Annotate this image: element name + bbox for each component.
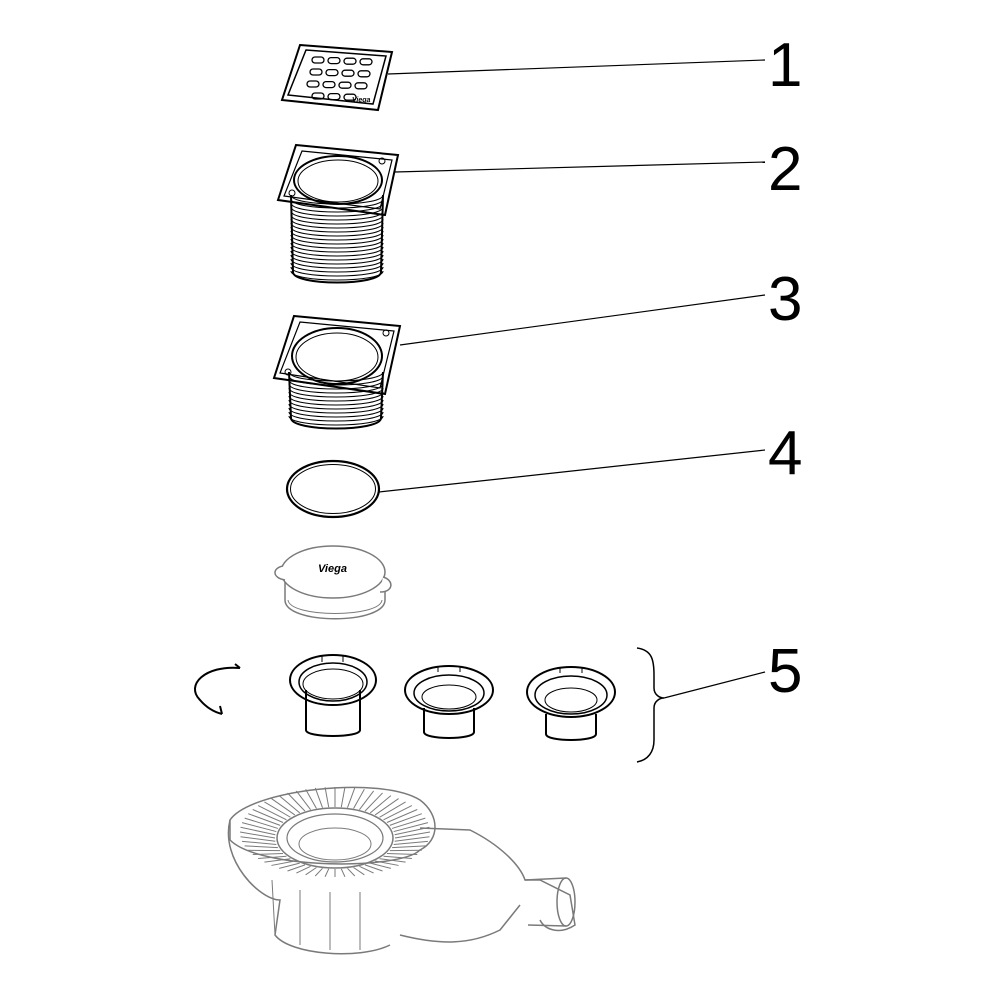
adapter-ring-large bbox=[289, 654, 377, 737]
callout-4: 4 bbox=[768, 419, 802, 488]
callout-2: 2 bbox=[768, 135, 802, 204]
callout-1: 1 bbox=[768, 31, 802, 100]
extension-tall-ribs bbox=[290, 194, 384, 284]
drain-body-hatching bbox=[239, 787, 431, 877]
part-o-ring bbox=[285, 459, 381, 519]
leader-line-4 bbox=[378, 449, 766, 493]
callout-3: 3 bbox=[768, 265, 802, 334]
spring-clip bbox=[194, 666, 241, 715]
adapter-ring-small bbox=[526, 666, 616, 741]
grate-brand-mark: Viega bbox=[352, 97, 371, 104]
extension-short-ribs bbox=[288, 371, 384, 430]
leader-line-2 bbox=[394, 161, 766, 173]
cap-brand-mark: Viega bbox=[318, 563, 347, 575]
leader-lines bbox=[378, 59, 766, 699]
leader-line-3 bbox=[399, 294, 766, 346]
part-adapter-set bbox=[194, 647, 665, 763]
part-extension-short bbox=[272, 314, 402, 430]
part-protective-cap: Viega bbox=[274, 545, 392, 620]
leader-line-5 bbox=[663, 671, 766, 699]
grate-slots bbox=[306, 56, 373, 101]
part-drain-body bbox=[227, 786, 576, 955]
leader-line-1 bbox=[387, 59, 766, 75]
callout-5: 5 bbox=[768, 637, 802, 706]
group-bracket bbox=[636, 647, 665, 763]
part-grate: Viega bbox=[280, 43, 394, 112]
adapter-ring-medium bbox=[404, 665, 494, 739]
part-extension-tall bbox=[276, 143, 400, 284]
